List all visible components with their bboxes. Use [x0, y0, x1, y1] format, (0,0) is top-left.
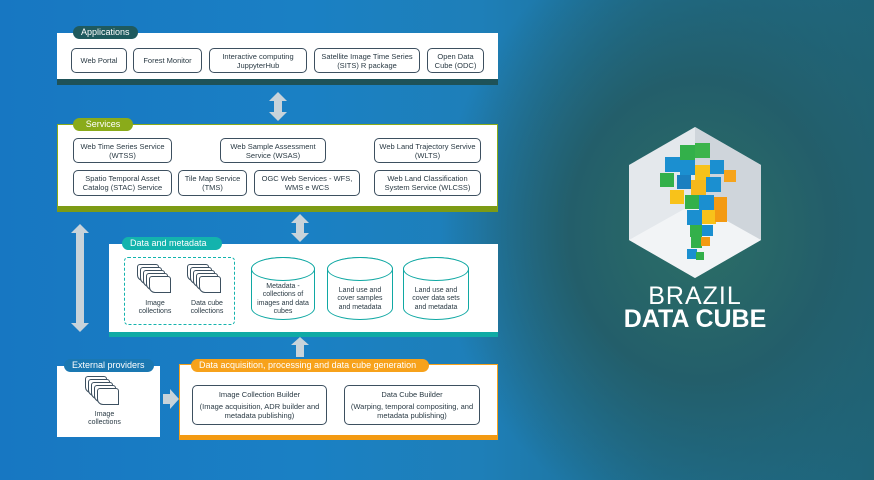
- acquisition-panel: Image Collection Builder (Image acquisit…: [179, 364, 498, 440]
- database-lulc-datasets: Land use and cover data sets and metadat…: [403, 257, 469, 320]
- applications-panel: Web Portal Forest Monitor Interactive co…: [57, 33, 498, 85]
- collections-group: Image collections Data cube collections: [124, 257, 235, 325]
- acquisition-label: Data acquisition, processing and data cu…: [191, 359, 429, 372]
- service-stac[interactable]: Spatio Temporal Asset Catalog (STAC) Ser…: [73, 170, 172, 196]
- app-forest-monitor[interactable]: Forest Monitor: [133, 48, 202, 73]
- service-wsas[interactable]: Web Sample Assessment Service (WSAS): [220, 138, 326, 163]
- icb-desc: (Image acquisition, ADR builder and meta…: [199, 402, 320, 420]
- dcb-desc: (Warping, temporal compositing, and meta…: [350, 402, 474, 420]
- service-ogc[interactable]: OGC Web Services - WFS, WMS e WCS: [254, 170, 360, 196]
- applications-label: Applications: [73, 26, 138, 39]
- data-metadata-label: Data and metadata: [122, 237, 222, 250]
- logo-brazil: BRAZIL: [648, 282, 742, 310]
- image-collections-label: Image collections: [138, 300, 172, 316]
- app-sits[interactable]: Satellite Image Time Series (SITS) R pac…: [314, 48, 420, 73]
- database-lulc-samples: Land use and cover samples and metadata: [327, 257, 393, 320]
- data-cube-builder[interactable]: Data Cube Builder (Warping, temporal com…: [344, 385, 480, 425]
- service-wlcss[interactable]: Web Land Classification System Service (…: [374, 170, 481, 196]
- services-label: Services: [73, 118, 133, 131]
- app-web-portal[interactable]: Web Portal: [71, 48, 127, 73]
- arrow-apps-services: [269, 92, 287, 121]
- image-collections-icon: [137, 264, 171, 294]
- logo-data-cube: DATA CUBE: [623, 305, 767, 333]
- service-wlts[interactable]: Web Land Trajectory Servive (WLTS): [374, 138, 481, 163]
- services-panel: Web Time Series Service (WTSS) Web Sampl…: [57, 124, 498, 212]
- external-image-collections-icon: [85, 376, 119, 406]
- dcb-title: Data Cube Builder: [381, 390, 443, 399]
- data-metadata-panel: Image collections Data cube collections …: [109, 244, 498, 337]
- icb-title: Image Collection Builder: [218, 390, 301, 399]
- service-tms[interactable]: Tile Map Service (TMS): [178, 170, 247, 196]
- brazil-data-cube-logo-icon: [629, 127, 761, 278]
- external-providers-panel: Image collections: [57, 366, 160, 437]
- app-jupyterhub[interactable]: Interactive computing JuppyterHub: [209, 48, 307, 73]
- arrow-right-acq: [163, 389, 179, 409]
- external-providers-label: External providers: [64, 359, 154, 372]
- data-cube-collections-label: Data cube collections: [190, 300, 224, 316]
- data-cube-collections-icon: [187, 264, 221, 294]
- arrow-up-data: [291, 337, 309, 357]
- arrow-left-long: [71, 224, 89, 332]
- arrow-services-data: [291, 214, 309, 242]
- image-collection-builder[interactable]: Image Collection Builder (Image acquisit…: [192, 385, 327, 425]
- app-odc[interactable]: Open Data Cube (ODC): [427, 48, 484, 73]
- external-image-collections-label: Image collections: [88, 411, 121, 427]
- database-metadata: Metadata - collections of images and dat…: [251, 257, 315, 320]
- service-wtss[interactable]: Web Time Series Service (WTSS): [73, 138, 172, 163]
